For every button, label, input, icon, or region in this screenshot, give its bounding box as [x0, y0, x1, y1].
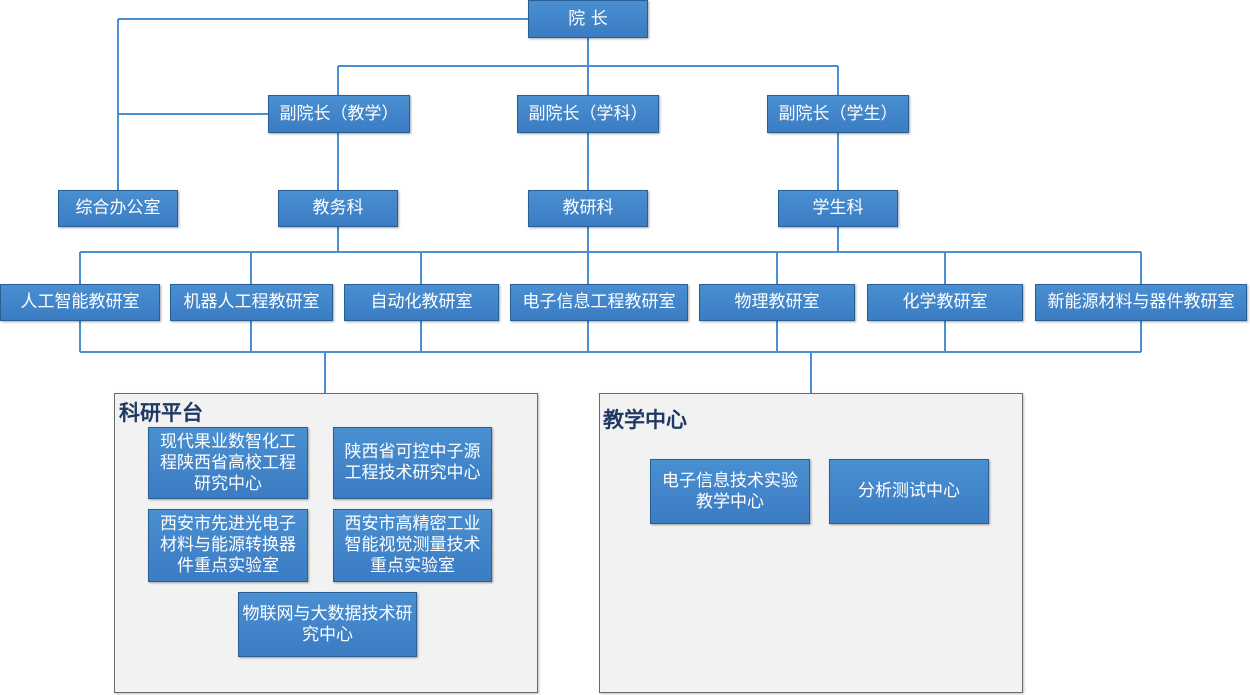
research-center-neutron: 陕西省可控中子源工程技术研究中心	[333, 427, 492, 499]
research-lab-optoelectronics: 西安市先进光电子材料与能源转换器件重点实验室	[148, 509, 308, 582]
teaching-office-automation: 自动化教研室	[344, 284, 499, 321]
teaching-office-electronics: 电子信息工程教研室	[510, 284, 688, 321]
teaching-office-robotics: 机器人工程教研室	[170, 284, 333, 321]
student-section-box: 学生科	[778, 190, 898, 227]
vp-student-box: 副院长（学生）	[767, 95, 909, 133]
teaching-office-physics: 物理教研室	[699, 284, 855, 321]
vp-discipline-box: 副院长（学科）	[517, 95, 659, 133]
dean-box: 院 长	[528, 0, 648, 38]
research-platform-title: 科研平台	[119, 400, 203, 425]
teaching-office-new-energy: 新能源材料与器件教研室	[1035, 284, 1247, 321]
general-office-box: 综合办公室	[58, 190, 178, 227]
research-lab-machine-vision: 西安市高精密工业智能视觉测量技术重点实验室	[333, 509, 492, 582]
academic-affairs-box: 教务科	[278, 190, 398, 227]
research-section-box: 教研科	[528, 190, 648, 227]
vp-teaching-box: 副院长（教学）	[268, 95, 410, 133]
teaching-center-electronics-lab: 电子信息技术实验教学中心	[650, 459, 810, 524]
teaching-office-ai: 人工智能教研室	[0, 284, 160, 321]
research-center-iot: 物联网与大数据技术研究中心	[238, 592, 417, 657]
teaching-center-panel	[599, 393, 1023, 693]
teaching-office-chemistry: 化学教研室	[867, 284, 1023, 321]
teaching-center-title: 教学中心	[603, 407, 687, 432]
research-center-orchard: 现代果业数智化工程陕西省高校工程研究中心	[148, 427, 308, 499]
teaching-center-analysis-testing: 分析测试中心	[829, 459, 989, 524]
